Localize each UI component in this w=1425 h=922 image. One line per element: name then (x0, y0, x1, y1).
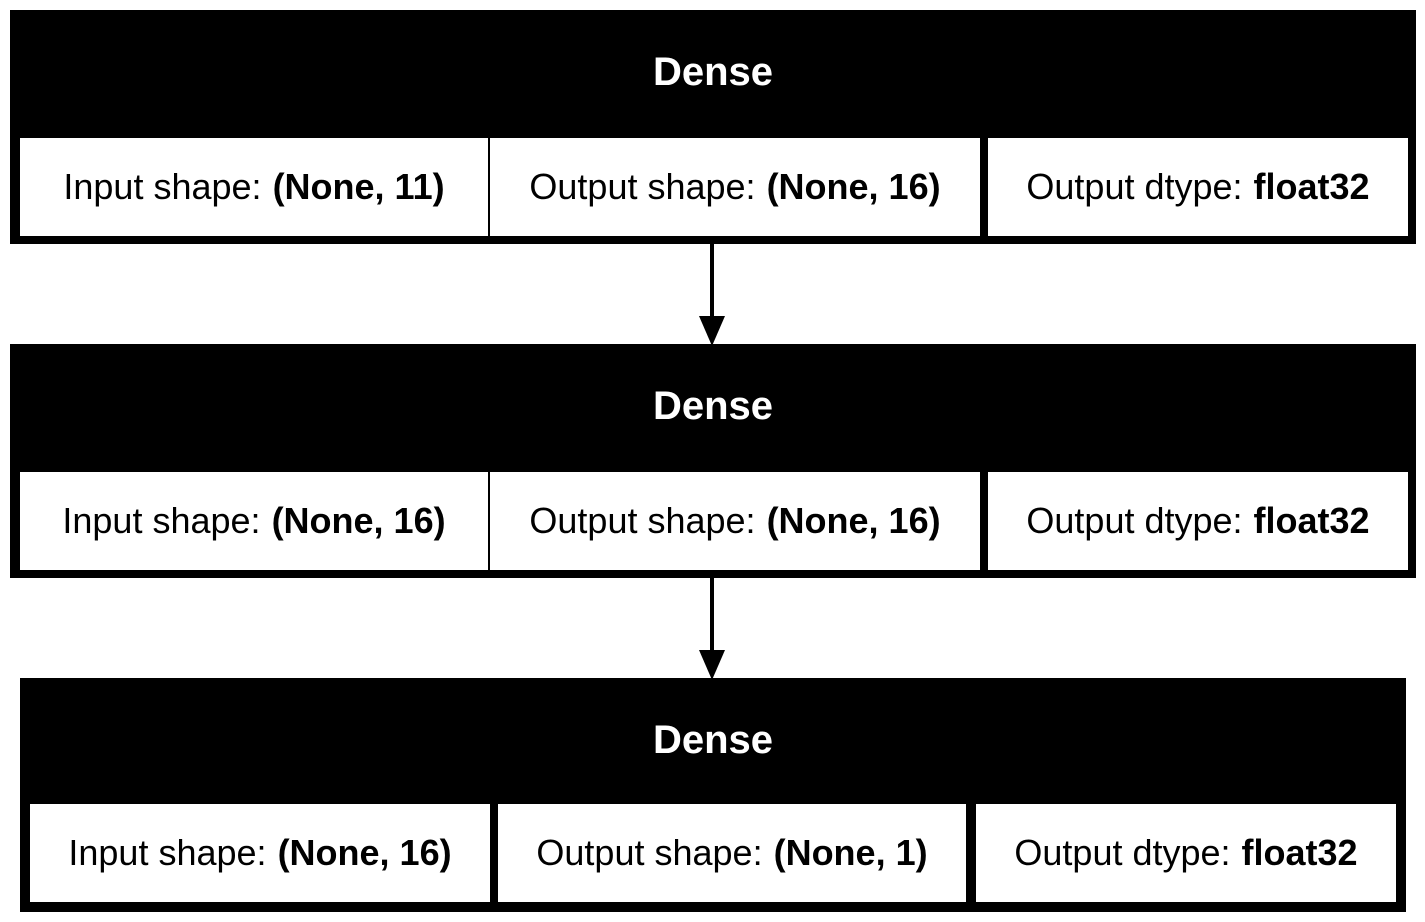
input-shape-cell: Input shape:(None, 16) (20, 472, 488, 570)
arrowhead-1-2 (699, 316, 725, 346)
output-dtype-value: float32 (1241, 832, 1358, 873)
output-dtype-value: float32 (1253, 166, 1370, 207)
input-shape-value: (None, 16) (271, 500, 446, 541)
layer-title: Dense (652, 717, 774, 762)
input-shape-label: Input shape: (62, 500, 261, 541)
output-shape-cell: Output shape:(None, 16) (490, 138, 980, 236)
output-shape-value: (None, 16) (766, 166, 941, 207)
arrowhead-2-3 (699, 650, 725, 680)
output-shape-value: (None, 16) (766, 500, 941, 541)
input-shape-value: (None, 11) (272, 166, 445, 207)
output-shape-label: Output shape: (529, 166, 756, 207)
output-dtype-label: Output dtype: (1026, 166, 1243, 207)
input-shape-cell: Input shape:(None, 11) (20, 138, 488, 236)
layer-node-3: Dense Input shape:(None, 16) Output shap… (20, 678, 1406, 912)
output-shape-cell: Output shape:(None, 16) (490, 472, 980, 570)
output-shape-label: Output shape: (529, 500, 756, 541)
output-dtype-cell: Output dtype:float32 (988, 138, 1408, 236)
output-shape-value: (None, 1) (773, 832, 928, 873)
input-shape-label: Input shape: (63, 166, 262, 207)
output-dtype-cell: Output dtype:float32 (988, 472, 1408, 570)
layer-node-2: Dense Input shape:(None, 16) Output shap… (10, 344, 1416, 578)
input-shape-cell: Input shape:(None, 16) (30, 804, 490, 902)
output-dtype-value: float32 (1253, 500, 1370, 541)
input-shape-value: (None, 16) (277, 832, 452, 873)
output-shape-cell: Output shape:(None, 1) (498, 804, 966, 902)
layer-title: Dense (652, 383, 774, 428)
input-shape-label: Input shape: (68, 832, 267, 873)
layer-node-1: Dense Input shape:(None, 11) Output shap… (10, 10, 1416, 244)
output-shape-label: Output shape: (536, 832, 763, 873)
output-dtype-label: Output dtype: (1014, 832, 1231, 873)
output-dtype-label: Output dtype: (1026, 500, 1243, 541)
layer-title: Dense (652, 49, 774, 94)
output-dtype-cell: Output dtype:float32 (976, 804, 1396, 902)
